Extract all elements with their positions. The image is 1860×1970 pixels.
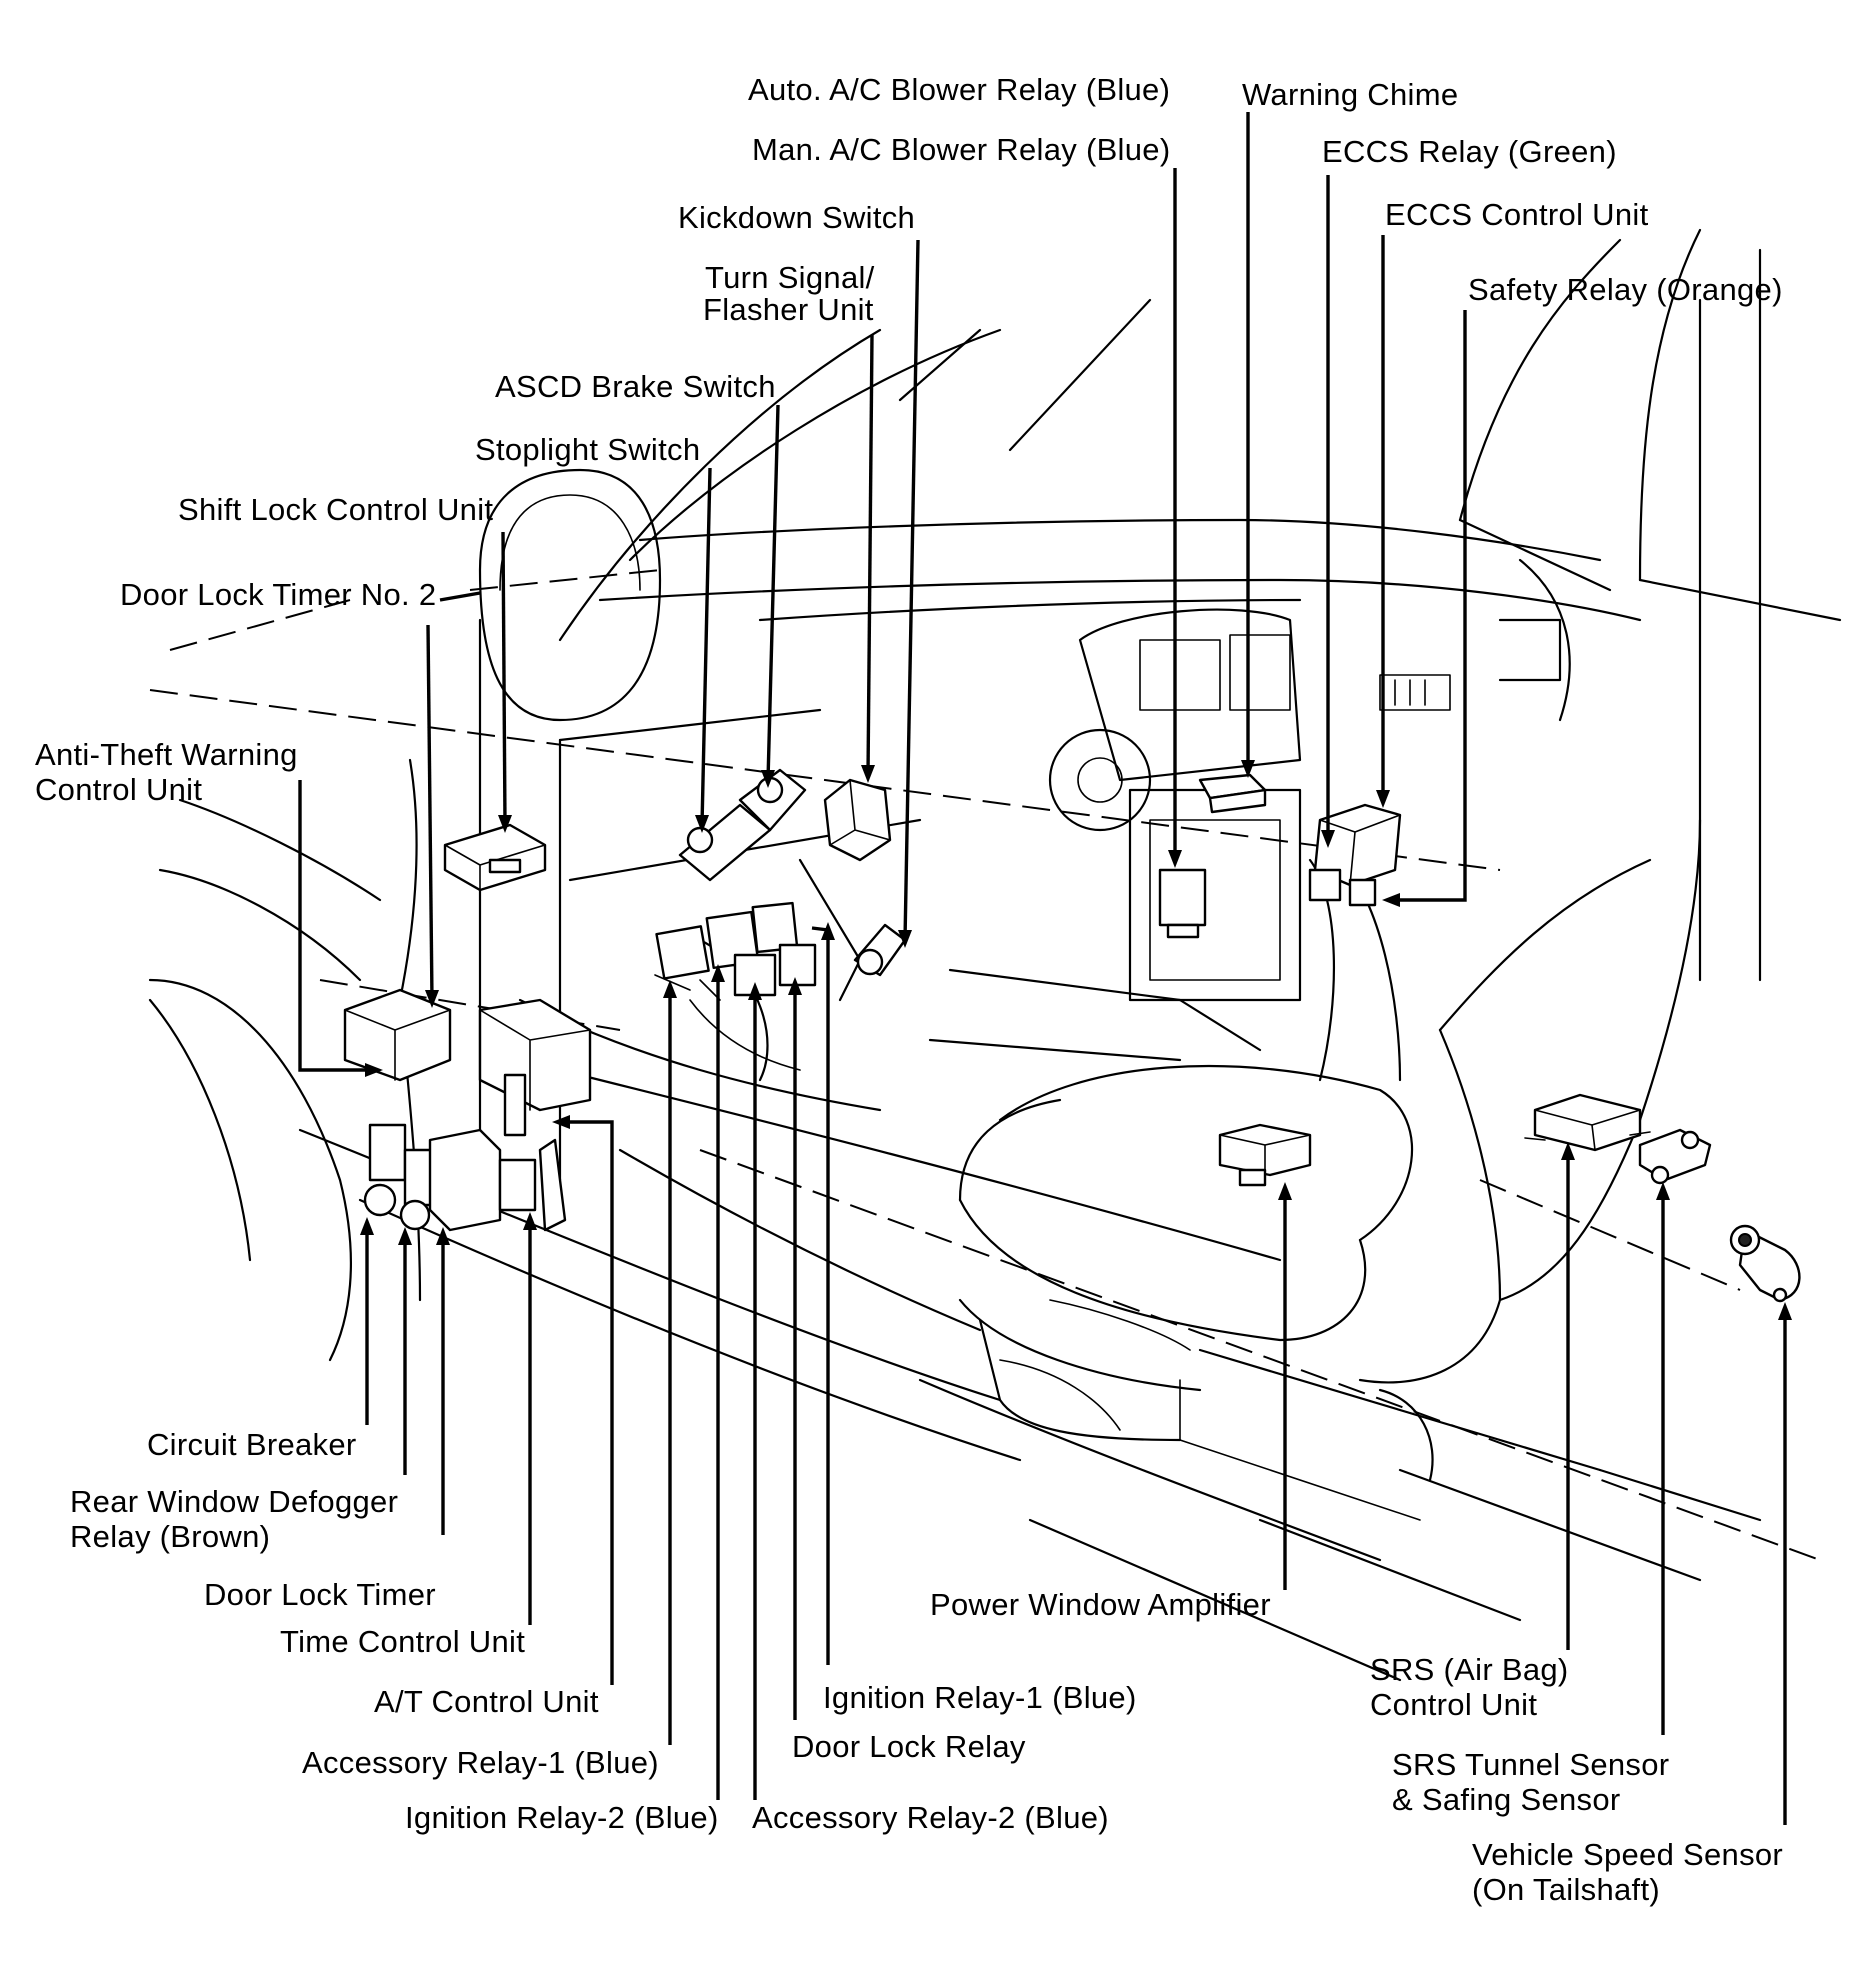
relay-cluster-part (654, 901, 817, 1001)
label-srs-control-unit-line1: SRS (Air Bag) (1370, 1652, 1569, 1687)
shift-lock-control-unit-part (443, 823, 547, 892)
eccs-modules-part (1308, 803, 1402, 907)
label-srs-tunnel-sensor-line2: & Safing Sensor (1392, 1782, 1621, 1817)
leader-turn-signal (866, 334, 874, 776)
label-circuit-breaker: Circuit Breaker (147, 1427, 357, 1462)
leader-kickdown-switch (903, 239, 920, 941)
warning-chime-part (1198, 773, 1267, 814)
leader-ignition-relay-1 (811, 926, 830, 1665)
label-power-window-amplifier: Power Window Amplifier (930, 1587, 1271, 1622)
label-stoplight-switch: Stoplight Switch (475, 432, 700, 467)
label-eccs-relay: ECCS Relay (Green) (1322, 134, 1617, 169)
vehicle-interior-sketch (148, 228, 1842, 1682)
vehicle-speed-sensor-part (1729, 1224, 1801, 1303)
label-accessory-relay-1: Accessory Relay-1 (Blue) (302, 1745, 659, 1780)
leader-shift-lock (501, 531, 507, 826)
power-window-amplifier-part (1218, 1123, 1312, 1187)
label-ascd-brake-switch: ASCD Brake Switch (495, 369, 776, 404)
components (343, 768, 1801, 1303)
label-anti-theft-line1: Anti-Theft Warning (35, 737, 298, 772)
label-vehicle-speed-sensor-line2: (On Tailshaft) (1472, 1872, 1660, 1907)
label-ignition-relay-1: Ignition Relay-1 (Blue) (823, 1680, 1137, 1715)
label-auto-ac-blower-relay: Auto. A/C Blower Relay (Blue) (748, 72, 1170, 107)
brake-switches-part (678, 768, 807, 882)
leader-lines (298, 112, 1787, 1825)
labels: Auto. A/C Blower Relay (Blue) Warning Ch… (35, 72, 1783, 1907)
leader-anti-theft (298, 780, 375, 1072)
leader-at-control-unit (560, 1120, 614, 1685)
leader-ascd-brake-switch (766, 404, 780, 781)
leader-safety-relay (1390, 310, 1467, 902)
leader-stoplight-switch (700, 467, 712, 826)
ac-blower-relay-part (1158, 868, 1207, 939)
label-door-lock-timer: Door Lock Timer (204, 1577, 436, 1612)
label-turn-signal-line2: Flasher Unit (703, 292, 874, 327)
label-vehicle-speed-sensor-line1: Vehicle Speed Sensor (1472, 1837, 1783, 1872)
label-anti-theft-line2: Control Unit (35, 772, 202, 807)
flasher-unit-part (823, 778, 892, 862)
label-man-ac-blower-relay: Man. A/C Blower Relay (Blue) (752, 132, 1170, 167)
label-turn-signal-line1: Turn Signal/ (705, 260, 875, 295)
label-door-lock-timer-no2: Door Lock Timer No. 2 (120, 577, 436, 612)
label-srs-tunnel-sensor-line1: SRS Tunnel Sensor (1392, 1747, 1669, 1782)
label-warning-chime: Warning Chime (1242, 77, 1458, 112)
label-time-control-unit: Time Control Unit (280, 1624, 525, 1659)
leader-door-lock-timer-tick (439, 591, 481, 602)
label-eccs-control-unit: ECCS Control Unit (1385, 197, 1649, 232)
label-rear-defogger-line2: Relay (Brown) (70, 1519, 270, 1554)
leader-door-lock-timer-no2 (426, 624, 434, 1001)
srs-control-unit-part (1524, 1093, 1651, 1152)
label-accessory-relay-2: Accessory Relay-2 (Blue) (752, 1800, 1109, 1835)
label-kickdown-switch: Kickdown Switch (678, 200, 915, 235)
label-door-lock-relay: Door Lock Relay (792, 1729, 1026, 1764)
srs-tunnel-sensor-part (1638, 1128, 1712, 1185)
label-ignition-relay-2: Ignition Relay-2 (Blue) (405, 1800, 719, 1835)
kickdown-switch-part (853, 923, 907, 977)
label-rear-defogger-line1: Rear Window Defogger (70, 1484, 398, 1519)
label-at-control-unit: A/T Control Unit (374, 1684, 599, 1719)
arrowheads (360, 760, 1792, 1320)
label-safety-relay: Safety Relay (Orange) (1468, 272, 1783, 307)
left-kick-panel-modules (343, 988, 592, 1232)
label-srs-control-unit-line2: Control Unit (1370, 1687, 1537, 1722)
label-shift-lock-control-unit: Shift Lock Control Unit (178, 492, 493, 527)
